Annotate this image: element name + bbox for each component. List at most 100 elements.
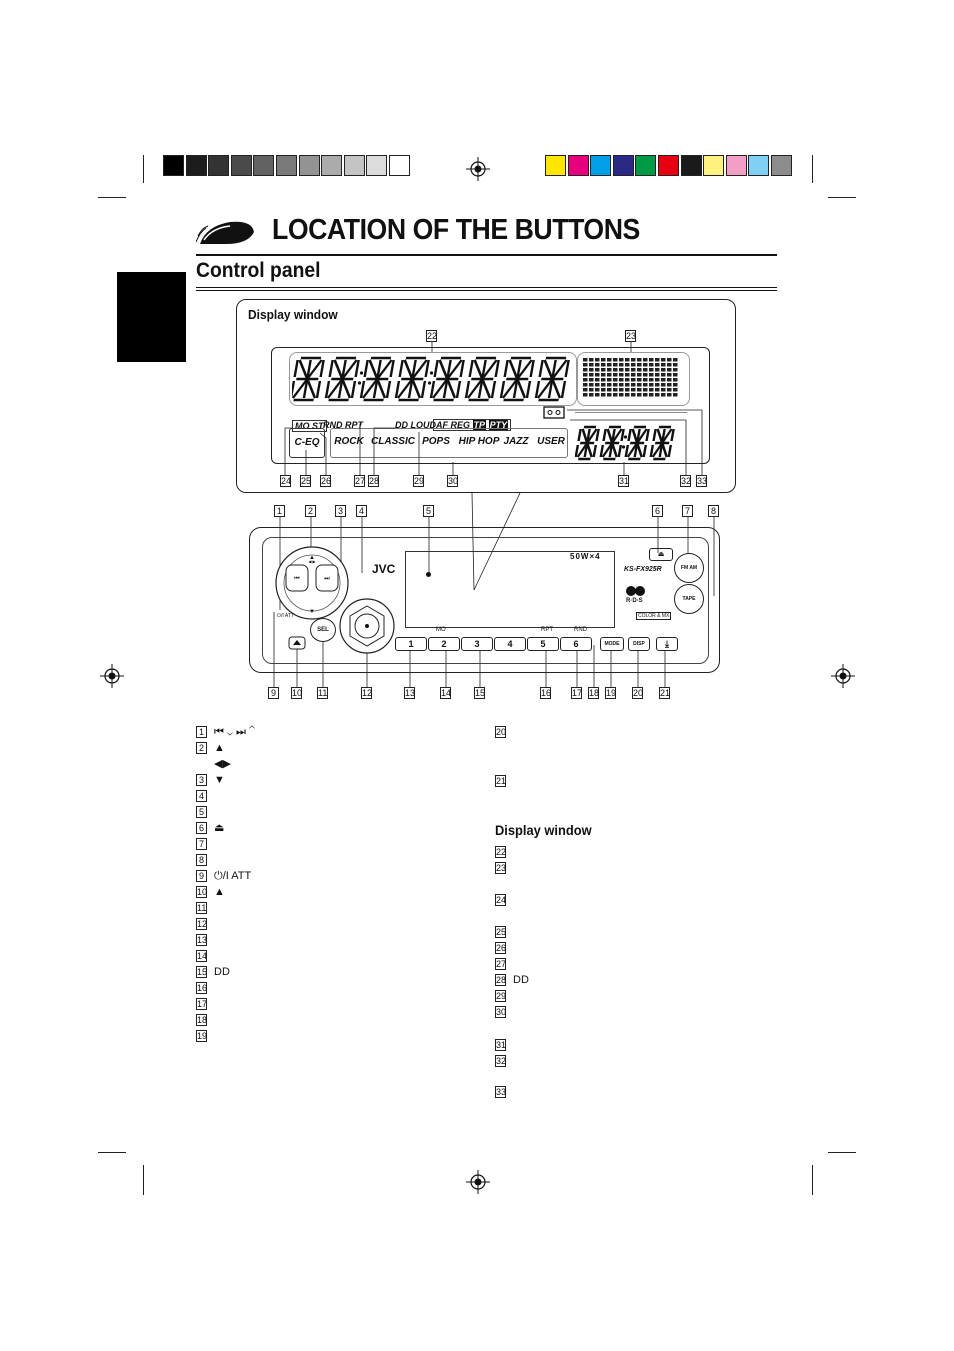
meter-cell	[637, 373, 642, 377]
meter-cell	[613, 383, 618, 387]
display-window-label: Display window	[248, 307, 338, 322]
meter-cell	[589, 383, 594, 387]
list-item-number: 2	[196, 742, 207, 754]
svg-text:◀ ▶: ◀ ▶	[308, 559, 316, 564]
callout-number: 13	[404, 687, 416, 699]
meter-cell	[607, 388, 612, 392]
meter-cell	[625, 393, 630, 397]
crop-mark	[812, 1165, 813, 1195]
list-item-icon: ⏮ ⌄ ⏭ ⌃	[214, 726, 255, 738]
meter-cell	[589, 363, 594, 367]
level-meter-icon	[583, 358, 678, 397]
calibration-swatch	[703, 155, 725, 176]
mo-st-indicator: MO ST	[292, 420, 327, 432]
meter-cell	[649, 368, 654, 372]
calibration-swatch	[389, 155, 410, 176]
crop-mark	[98, 197, 126, 198]
fm-am-button[interactable]: FM AM	[674, 553, 704, 583]
list-item-icon: ▲	[214, 886, 225, 898]
meter-cell	[643, 388, 648, 392]
tape-button[interactable]: TAPE	[674, 584, 704, 614]
calibration-swatch	[567, 155, 589, 176]
meter-cell	[667, 368, 672, 372]
calibration-swatch	[366, 155, 388, 176]
meter-cell	[583, 358, 588, 362]
meter-cell	[631, 393, 636, 397]
control-panel-outline	[249, 527, 720, 673]
callout-number: 3	[335, 505, 346, 517]
disc-swoosh-icon	[196, 221, 254, 244]
disp-button[interactable]: DISP	[628, 637, 650, 651]
volume-knob[interactable]	[337, 596, 397, 656]
meter-cell	[595, 368, 600, 372]
list-item-number: 23	[495, 862, 507, 874]
meter-cell	[631, 388, 636, 392]
preset-button-2[interactable]: 2	[428, 637, 460, 651]
preset-button-3[interactable]: 3	[461, 637, 493, 651]
callout-number: 29	[413, 475, 425, 487]
meter-cell	[613, 388, 618, 392]
meter-cell	[583, 388, 588, 392]
calibration-swatch	[680, 155, 702, 176]
callout-number: 4	[356, 505, 367, 517]
preset-button-4[interactable]: 4	[494, 637, 526, 651]
meter-cell	[589, 393, 594, 397]
meter-cell	[661, 363, 666, 367]
callout-number: 28	[368, 475, 380, 487]
svg-text:▼: ▼	[309, 609, 315, 615]
meter-cell	[601, 383, 606, 387]
list-item-number: 31	[495, 1039, 507, 1051]
meter-cell	[649, 358, 654, 362]
segment-digit	[575, 425, 600, 461]
meter-cell	[583, 373, 588, 377]
callout-number: 1	[274, 505, 285, 517]
meter-cell	[613, 363, 618, 367]
preset-button-5[interactable]: 5	[527, 637, 559, 651]
mode-button[interactable]: MODE	[600, 637, 624, 651]
callout-number: 27	[354, 475, 366, 487]
callout-number: 18	[588, 687, 600, 699]
registration-target-icon	[466, 157, 490, 181]
callout-number: 12	[361, 687, 373, 699]
meter-cell	[625, 373, 630, 377]
list-item-number: 16	[196, 982, 208, 994]
meter-cell	[589, 378, 594, 382]
callout-number: 21	[659, 687, 671, 699]
list-item-number: 8	[196, 854, 207, 866]
callout-number: 32	[680, 475, 692, 487]
lcd-divider	[575, 412, 687, 413]
language-tab	[117, 272, 186, 362]
meter-cell	[643, 368, 648, 372]
rds-label: R·D·S	[626, 598, 643, 604]
meter-cell	[607, 368, 612, 372]
calibration-swatch	[545, 155, 566, 176]
control-dial[interactable]: ⏮ ⏭ ▲ ◀ ▶ ▼	[274, 545, 354, 625]
tape-indicator-icon	[543, 406, 565, 419]
list-item-number: 18	[196, 1014, 208, 1026]
meter-cell	[601, 373, 606, 377]
meter-cell	[631, 368, 636, 372]
preset-button-1[interactable]: 1	[395, 637, 427, 651]
meter-cell	[619, 378, 624, 382]
crop-mark	[143, 155, 144, 183]
preset-button-6[interactable]: 6	[560, 637, 592, 651]
list-item-number: 24	[495, 894, 507, 906]
eject-face-button[interactable]	[288, 636, 306, 650]
color-label: COLOR & MX	[636, 612, 672, 620]
meter-cell	[625, 368, 630, 372]
detach-button[interactable]: ⤓	[656, 637, 678, 651]
mo-label: MO	[436, 627, 446, 633]
meter-cell	[595, 383, 600, 387]
callout-number: 23	[625, 330, 637, 342]
crop-mark	[812, 155, 813, 183]
meter-cell	[589, 388, 594, 392]
meter-cell	[655, 383, 660, 387]
svg-text:⏮: ⏮	[294, 576, 300, 582]
meter-cell	[583, 368, 588, 372]
eject-button[interactable]: ⏏	[649, 548, 673, 561]
meter-cell	[637, 378, 642, 382]
list-item-number: 4	[196, 790, 207, 802]
list-item-icon: ⏻/I ATT	[214, 870, 252, 882]
sel-button[interactable]: SEL	[310, 618, 336, 642]
callout-number: 26	[320, 475, 332, 487]
